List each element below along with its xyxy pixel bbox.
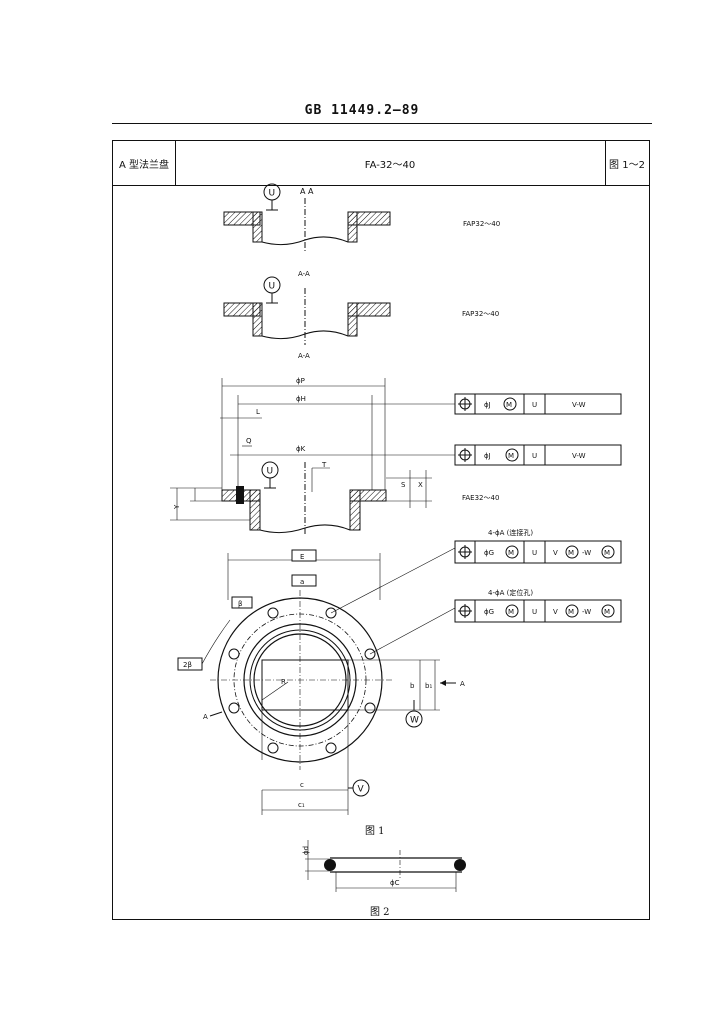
title-block-figure-ref: 图 1～2 bbox=[609, 159, 645, 171]
designation-label: FAE32～40 bbox=[462, 494, 499, 502]
datum-u-label: U bbox=[269, 282, 276, 292]
datum-v-label: V bbox=[358, 785, 365, 795]
dim-x: X bbox=[418, 481, 423, 489]
svg-text:-W: -W bbox=[582, 549, 591, 557]
svg-text:ϕG: ϕG bbox=[484, 549, 494, 557]
dim-s: S bbox=[401, 481, 406, 489]
dim-l: L bbox=[256, 408, 260, 416]
title-block-type: A 型法兰盘 bbox=[113, 141, 176, 185]
dim-e: E bbox=[300, 553, 304, 561]
section-marker-left: A bbox=[203, 713, 208, 721]
tolerance-frame-1: ϕJ M U V-W bbox=[454, 393, 622, 415]
section-label: A A bbox=[300, 187, 314, 196]
flange-plan-view: E a β 2β R bbox=[177, 547, 465, 815]
designation-label: FAP32～40 bbox=[463, 220, 500, 228]
svg-text:M: M bbox=[508, 608, 514, 616]
dim-y: Y bbox=[173, 504, 181, 510]
svg-text:M: M bbox=[568, 608, 574, 616]
svg-text:M: M bbox=[604, 549, 610, 557]
section-view-fae: ϕP ϕH L Q ϕK T U Y bbox=[170, 377, 499, 535]
dim-q: Q bbox=[246, 437, 252, 445]
drawing-frame: A 型法兰盘 FA-32～40 图 1～2 bbox=[112, 140, 650, 920]
section-label: A-A bbox=[298, 270, 310, 278]
dim-t: T bbox=[321, 461, 327, 469]
svg-text:-W: -W bbox=[582, 608, 591, 616]
svg-text:V-W: V-W bbox=[572, 452, 586, 460]
svg-text:U: U bbox=[532, 549, 537, 557]
designation-label: FAP32～40 bbox=[462, 310, 499, 318]
svg-text:M: M bbox=[508, 549, 514, 557]
svg-text:U: U bbox=[532, 452, 537, 460]
title-block-designation: FA-32～40 bbox=[175, 141, 606, 185]
dim-phi-k: ϕK bbox=[296, 445, 306, 453]
svg-text:M: M bbox=[506, 401, 512, 409]
datum-w-symbol bbox=[405, 710, 423, 728]
dim-two-beta: 2β bbox=[183, 661, 192, 669]
svg-text:V: V bbox=[553, 608, 558, 616]
svg-text:M: M bbox=[508, 452, 514, 460]
dim-a: a bbox=[300, 578, 304, 586]
section-label: A-A bbox=[298, 352, 310, 360]
dim-phi-p: ϕP bbox=[296, 377, 305, 385]
gasket-view: ϕd ϕC bbox=[302, 840, 466, 892]
figure-1-caption: 图 1 bbox=[365, 825, 385, 837]
dim-c1: c₁ bbox=[298, 801, 305, 809]
dim-phi-h: ϕH bbox=[296, 395, 306, 403]
dim-b1: b₁ bbox=[425, 682, 432, 690]
svg-text:ϕJ: ϕJ bbox=[484, 401, 491, 409]
svg-text:ϕG: ϕG bbox=[484, 608, 494, 616]
dim-c: c bbox=[300, 781, 304, 789]
svg-text:U: U bbox=[532, 608, 537, 616]
datum-w-label: W bbox=[410, 716, 419, 726]
svg-text:M: M bbox=[604, 608, 610, 616]
dim-phi-d: ϕd bbox=[302, 846, 310, 855]
section-view-fap-2: A-A U FAP32～40 A-A bbox=[223, 270, 499, 360]
tolerance-frame-3: ϕG M U V M -W M bbox=[454, 540, 622, 564]
tolerance-frame-4: ϕG M U V M -W M bbox=[454, 599, 622, 623]
figure-2-caption: 图 2 bbox=[370, 906, 390, 918]
title-block: A 型法兰盘 FA-32～40 图 1～2 bbox=[113, 141, 649, 186]
hole-note-connection: 4-ϕA (连接孔) bbox=[488, 528, 533, 537]
dim-b: b bbox=[410, 682, 415, 690]
section-marker-right: A bbox=[460, 680, 465, 688]
datum-u-label: U bbox=[269, 189, 276, 199]
datum-u-label: U bbox=[267, 467, 274, 477]
svg-text:V-W: V-W bbox=[572, 401, 586, 409]
svg-text:M: M bbox=[568, 549, 574, 557]
standard-number: GB 11449.2—89 bbox=[304, 103, 420, 118]
tolerance-frame-2: ϕJ M U V-W bbox=[454, 444, 622, 466]
dim-phi-c: ϕC bbox=[390, 879, 400, 887]
dim-beta: β bbox=[238, 600, 242, 608]
header-rule bbox=[112, 123, 652, 124]
svg-text:V: V bbox=[553, 549, 558, 557]
hole-note-locating: 4-ϕA (定位孔) bbox=[488, 588, 533, 597]
section-view-fap-1: A A U FAP32～40 bbox=[223, 183, 500, 252]
svg-text:ϕJ: ϕJ bbox=[484, 452, 491, 460]
svg-text:U: U bbox=[532, 401, 537, 409]
dim-r: R bbox=[281, 678, 286, 686]
